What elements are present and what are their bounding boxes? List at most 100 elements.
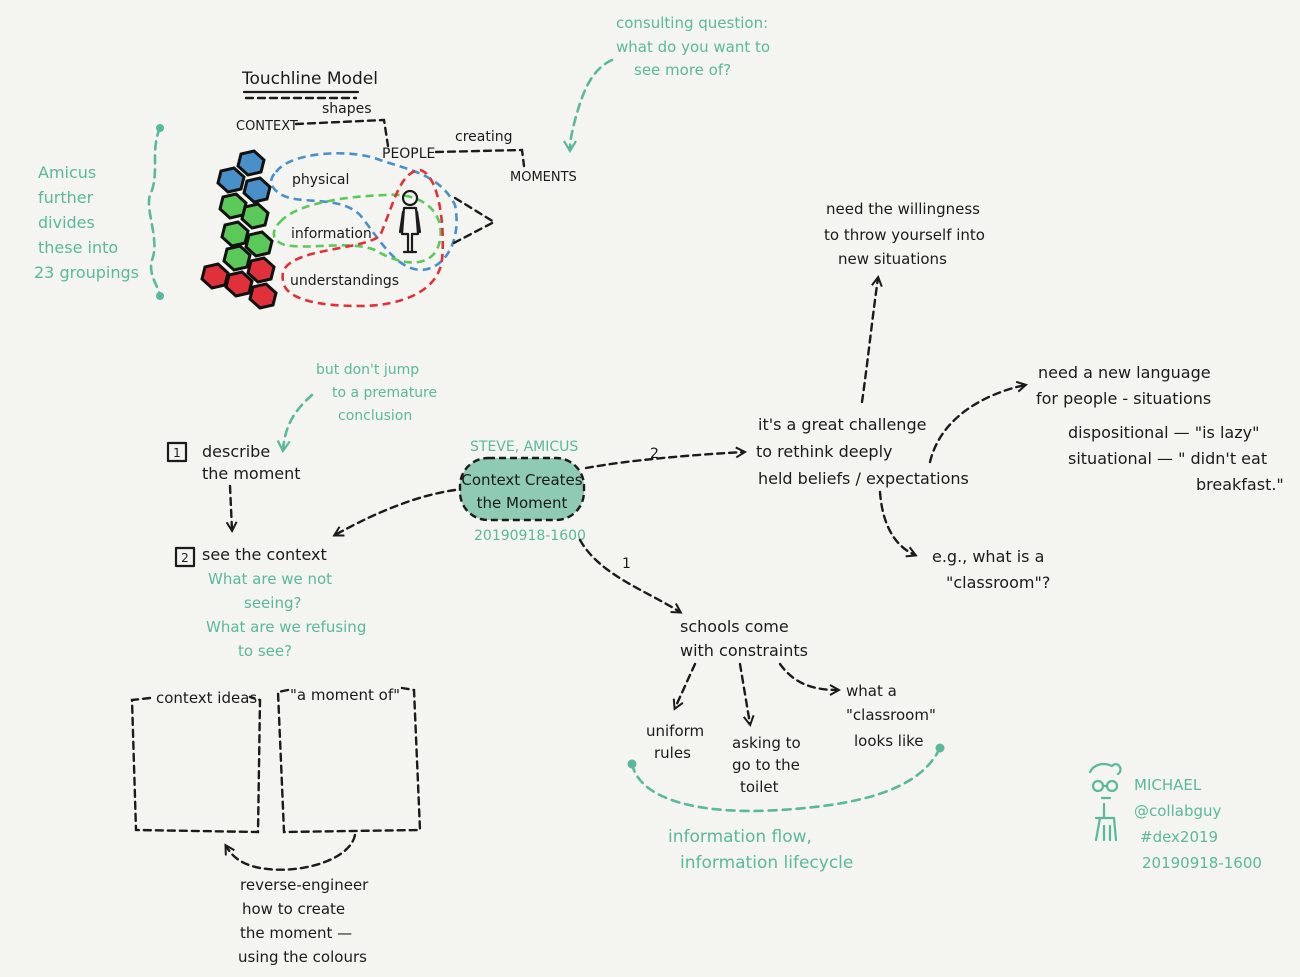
context-ideas-box — [130, 695, 262, 834]
center-node: STEVE, AMICUS Context Creates the Moment… — [458, 439, 586, 544]
info-line: information flow, — [668, 827, 812, 847]
note-line: but don't jump — [316, 362, 419, 378]
cone-shape — [450, 196, 497, 246]
blue-hexagon — [216, 166, 246, 194]
reverse-line: using the colours — [238, 948, 367, 966]
center-to-schools-arrow — [578, 538, 680, 612]
bottom-branch: 1 schools come with constraints uniform … — [578, 538, 945, 873]
uniform-line: uniform — [646, 722, 704, 740]
information-loop — [272, 193, 442, 264]
toilet-line: toilet — [740, 778, 779, 796]
toilet-line: asking to — [732, 734, 801, 752]
amicus-note: Amicus further divides these into 23 gro… — [34, 124, 164, 300]
green-hexagon — [218, 192, 248, 220]
to-willingness-arrow — [860, 278, 878, 404]
reverse-arrow — [226, 833, 357, 871]
reverse-line: how to create — [242, 900, 345, 918]
brace-dot — [156, 124, 164, 132]
red-hexagon — [200, 262, 230, 290]
people-label: PEOPLE — [382, 146, 435, 162]
left-branch: but don't jump to a premature conclusion… — [166, 362, 457, 660]
amicus-line: Amicus — [38, 163, 96, 182]
step2-label: see the context — [202, 545, 327, 564]
arc-dot — [935, 743, 945, 753]
question-line: What are we refusing — [206, 618, 366, 636]
step2-box — [174, 546, 196, 568]
info-line: information lifecycle — [680, 853, 853, 873]
green-hexagon — [244, 230, 274, 258]
understandings-loop — [281, 168, 445, 308]
challenge-line: to rethink deeply — [756, 442, 892, 461]
edge-label-2: 2 — [650, 446, 659, 462]
center-stamp: 20190918-1600 — [474, 528, 586, 544]
uniform-line: rules — [654, 744, 691, 762]
to-toilet-arrow — [738, 662, 750, 724]
hexagon-cluster — [200, 149, 278, 310]
signature-line: #dex2019 — [1140, 828, 1218, 846]
green-hexagon — [240, 202, 270, 230]
looks-line: looks like — [854, 732, 924, 750]
person-figure — [398, 189, 422, 254]
touchline-title: Touchline Model — [241, 69, 378, 89]
classroom-line: e.g., what is a — [932, 547, 1044, 566]
shapes-label: shapes — [322, 101, 372, 117]
red-hexagon — [248, 282, 278, 310]
physical-loop — [269, 151, 458, 272]
edge-label-1: 1 — [622, 556, 631, 572]
red-hexagon — [224, 270, 254, 298]
red-hexagon — [246, 256, 276, 284]
willingness-line: to throw yourself into — [824, 226, 985, 244]
amicus-line: these into — [38, 238, 118, 257]
question-line: seeing? — [244, 594, 301, 612]
question-line: to see? — [238, 642, 292, 660]
center-to-challenge-arrow — [584, 452, 744, 470]
center-title-line: Context Creates — [461, 471, 582, 489]
signature-line: MICHAEL — [1134, 776, 1202, 794]
arc-dot — [627, 759, 637, 769]
amicus-line: 23 groupings — [34, 263, 139, 282]
consulting-line: consulting question: — [616, 14, 768, 32]
amicus-line: further — [38, 188, 94, 207]
signature-line: @collabguy — [1134, 802, 1222, 820]
doodle-avatar-icon — [1088, 762, 1122, 842]
step1-line: the moment — [202, 464, 301, 483]
step1-to-step2-arrow — [230, 484, 232, 530]
step1-line: describe — [202, 442, 270, 461]
green-hexagon — [222, 244, 252, 272]
reverse-line: reverse-engineer — [240, 876, 369, 894]
idea-boxes: context ideas "a moment of" reverse-engi… — [130, 686, 422, 966]
step2-number: 2 — [181, 551, 189, 565]
green-hexagon — [220, 220, 250, 248]
consulting-line: see more of? — [634, 61, 731, 79]
consulting-question: consulting question: what do you want to… — [563, 14, 770, 154]
amicus-line: divides — [38, 213, 95, 232]
information-label: information — [291, 226, 372, 242]
creating-label: creating — [455, 129, 512, 145]
looks-line: what a — [846, 682, 897, 700]
situational-line: situational — " didn't eat — [1068, 449, 1267, 468]
schools-line: with constraints — [680, 641, 808, 660]
understandings-label: understandings — [290, 273, 399, 289]
challenge-line: held beliefs / expectations — [758, 469, 969, 488]
right-branch: 2 it's a great challenge to rethink deep… — [584, 200, 1284, 592]
breakfast-line: breakfast." — [1196, 475, 1284, 494]
moment-of-label: "a moment of" — [290, 686, 400, 704]
signature: MICHAEL @collabguy #dex2019 20190918-160… — [1088, 762, 1262, 872]
blue-hexagon — [236, 149, 266, 177]
reverse-line: the moment — — [240, 924, 352, 942]
consulting-arrow — [563, 58, 614, 154]
people-moments-link — [434, 148, 526, 168]
willingness-line: need the willingness — [826, 200, 980, 218]
to-classroom-arrow — [878, 490, 915, 555]
language-line: for people - situations — [1036, 389, 1211, 408]
dispositional-line: dispositional — "is lazy" — [1068, 423, 1259, 442]
info-flow-arc — [630, 746, 942, 813]
speaker-label: STEVE, AMICUS — [470, 439, 578, 455]
toilet-line: go to the — [732, 756, 800, 774]
physical-label: physical — [292, 172, 349, 188]
center-to-context-arrow — [335, 488, 457, 535]
moments-label: MOMENTS — [510, 170, 577, 185]
step1-number: 1 — [173, 446, 181, 460]
context-ideas-label: context ideas — [156, 689, 257, 707]
